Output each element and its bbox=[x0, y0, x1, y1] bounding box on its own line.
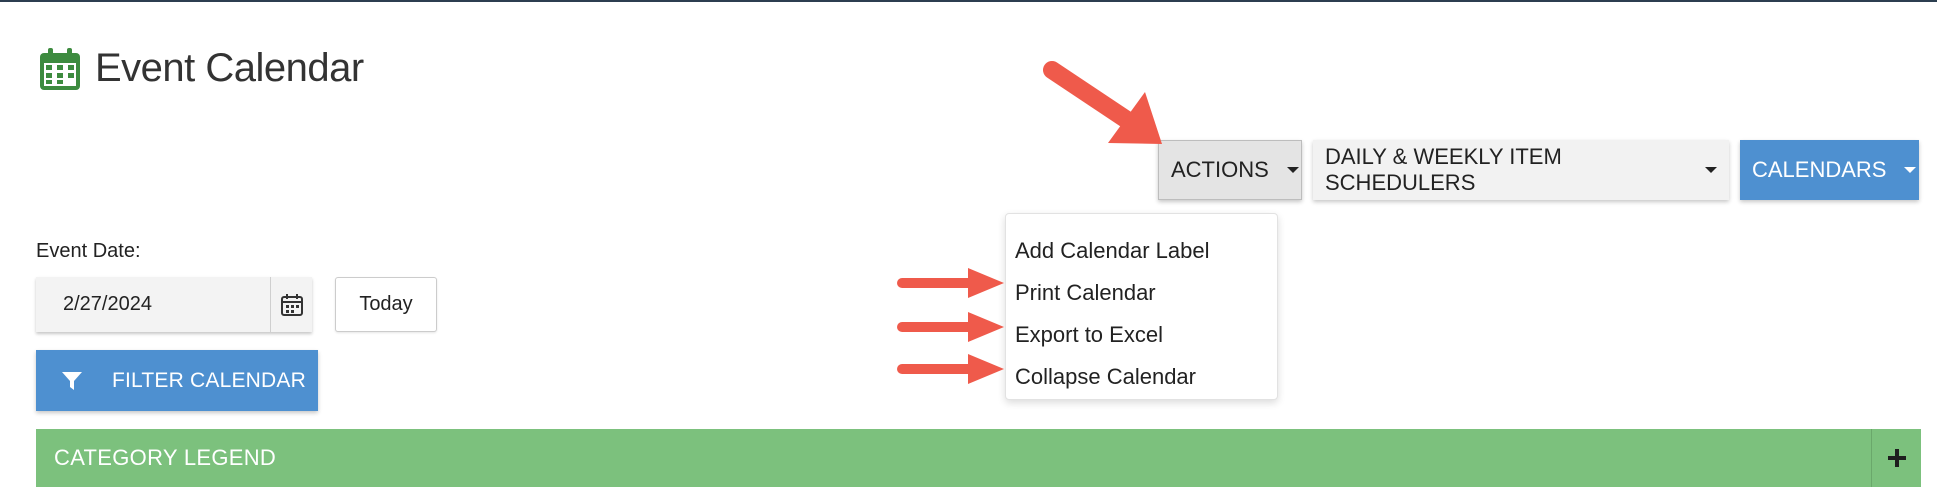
event-date-input[interactable] bbox=[36, 277, 270, 332]
filter-calendar-button[interactable]: FILTER CALENDAR bbox=[36, 350, 318, 411]
page-header: Event Calendar bbox=[40, 46, 364, 91]
plus-icon bbox=[1887, 449, 1906, 467]
actions-dropdown-menu: Add Calendar Label Print Calendar Export… bbox=[1005, 213, 1278, 400]
caret-down-icon bbox=[1286, 167, 1299, 173]
schedulers-dropdown-button[interactable]: DAILY & WEEKLY ITEM SCHEDULERS bbox=[1313, 140, 1729, 200]
actions-button-label: ACTIONS bbox=[1171, 157, 1269, 182]
filter-calendar-label: FILTER CALENDAR bbox=[112, 368, 306, 392]
top-border bbox=[0, 0, 1937, 2]
actions-dropdown-button[interactable]: ACTIONS bbox=[1158, 140, 1302, 200]
category-legend-bar[interactable]: CATEGORY LEGEND bbox=[36, 429, 1921, 487]
date-picker-button[interactable] bbox=[270, 277, 312, 332]
annotation-arrow-icon bbox=[897, 268, 1004, 298]
annotation-arrow-icon bbox=[1043, 61, 1162, 144]
category-legend-label: CATEGORY LEGEND bbox=[54, 445, 277, 470]
menu-item-collapse-calendar[interactable]: Collapse Calendar bbox=[1015, 364, 1196, 389]
menu-item-print-calendar[interactable]: Print Calendar bbox=[1015, 280, 1156, 305]
event-date-picker bbox=[36, 277, 312, 332]
page-title: Event Calendar bbox=[95, 46, 364, 90]
menu-item-add-calendar-label[interactable]: Add Calendar Label bbox=[1015, 238, 1210, 263]
schedulers-button-label: DAILY & WEEKLY ITEM SCHEDULERS bbox=[1325, 144, 1562, 195]
calendar-icon bbox=[40, 47, 80, 90]
today-button[interactable]: Today bbox=[335, 277, 437, 332]
calendars-dropdown-button[interactable]: CALENDARS bbox=[1740, 140, 1919, 200]
annotation-arrow-icon bbox=[897, 354, 1004, 384]
menu-item-export-to-excel[interactable]: Export to Excel bbox=[1015, 322, 1163, 347]
legend-expand-button[interactable] bbox=[1871, 429, 1921, 487]
event-date-label: Event Date: bbox=[36, 240, 141, 262]
caret-down-icon bbox=[1705, 167, 1717, 173]
filter-icon bbox=[62, 371, 82, 390]
calendar-outline-icon bbox=[280, 293, 303, 316]
annotation-arrow-icon bbox=[897, 312, 1004, 342]
caret-down-icon bbox=[1904, 167, 1917, 173]
calendars-button-label: CALENDARS bbox=[1752, 157, 1887, 182]
